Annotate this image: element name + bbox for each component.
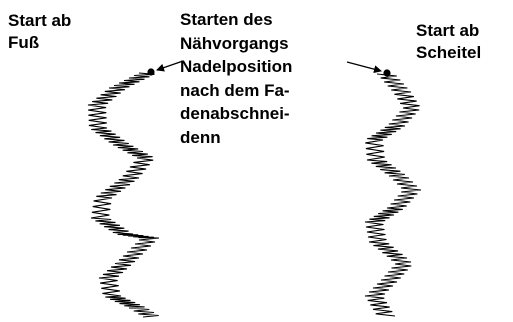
center-label-line-4: nach dem Fa- (180, 80, 290, 100)
zigzag-seam-left (87, 72, 160, 318)
arrow-to-right-start (346, 61, 382, 74)
center-label-line-1: Starten des (180, 10, 273, 29)
label-start-at-apex-line-1: Start ab (416, 21, 480, 40)
center-label-line-2: Nähvorgangs (180, 33, 289, 53)
needle-start-dot-right (383, 69, 391, 77)
center-label-line-5: denabschnei- (180, 104, 290, 123)
zigzag-seam-right (364, 73, 422, 317)
arrow-to-left-start (156, 60, 184, 72)
center-label-line-6: denn (180, 127, 221, 147)
label-start-at-apex: Start ab Scheitel (416, 20, 481, 64)
label-start-at-foot: Start ab Fuß (8, 10, 71, 54)
label-start-at-foot-line-1: Start ab (8, 11, 72, 30)
label-start-at-apex-line-2: Scheitel (416, 43, 482, 62)
label-start-at-foot-line-2: Fuß (8, 33, 40, 52)
center-label-line-3: Nadelposition (180, 57, 293, 76)
needle-start-dot-left (147, 68, 155, 76)
label-sewing-start-needle-position: Starten des Nähvorgangs Nadelposition na… (180, 8, 292, 149)
